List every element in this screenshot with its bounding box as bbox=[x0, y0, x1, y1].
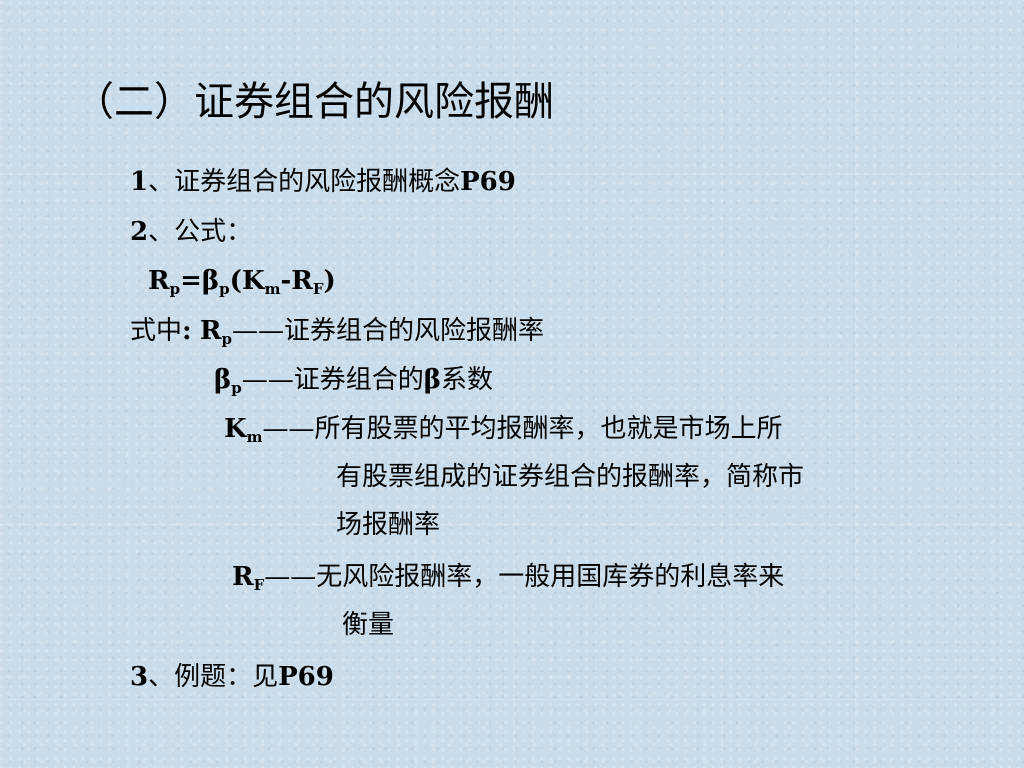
bp-dash: —— bbox=[241, 365, 294, 395]
km-dash: —— bbox=[262, 414, 315, 444]
item-2-number: 2 bbox=[130, 217, 149, 247]
formula-beta-sub: p bbox=[219, 280, 230, 298]
item-3-text: 例题：见 bbox=[174, 662, 279, 692]
where-rf: RF——无风险报酬率，一般用国库券的利息率来 bbox=[232, 560, 784, 594]
where-rp: 式中: Rp——证券组合的风险报酬率 bbox=[130, 314, 544, 348]
where-label: 式中 bbox=[130, 316, 183, 346]
formula-open-paren: ( bbox=[229, 266, 242, 296]
item-1-page-ref: P69 bbox=[460, 167, 516, 197]
formula-rf: R bbox=[291, 266, 313, 296]
formula-close-paren: ) bbox=[323, 266, 336, 296]
where-bp: βp——证券组合的β系数 bbox=[214, 363, 493, 397]
formula-k: K bbox=[241, 266, 265, 296]
item-3: 3、例题：见P69 bbox=[130, 660, 334, 694]
km-description-line-1: 所有股票的平均报酬率，也就是市场上所 bbox=[314, 414, 783, 444]
formula-equals: = bbox=[180, 266, 202, 296]
km-symbol-sub: m bbox=[246, 428, 263, 446]
where-km: Km——所有股票的平均报酬率，也就是市场上所 bbox=[224, 412, 783, 446]
rf-dash: —— bbox=[264, 562, 317, 592]
item-1-text: 证券组合的风险报酬概念 bbox=[174, 167, 461, 197]
km-description-line-3: 场报酬率 bbox=[336, 510, 441, 540]
bp-symbol-sub: p bbox=[231, 379, 242, 397]
rp-description: 证券组合的风险报酬率 bbox=[284, 316, 545, 346]
bp-symbol: β bbox=[214, 365, 232, 395]
formula-r-sub: p bbox=[169, 280, 181, 298]
formula-beta: β bbox=[201, 266, 220, 296]
item-3-page-ref: P69 bbox=[278, 662, 334, 692]
bp-description-post: 系数 bbox=[441, 365, 494, 395]
slide-title: （二）证券组合的风险报酬 bbox=[74, 79, 554, 125]
formula-r: R bbox=[148, 266, 170, 296]
item-2-separator: 、 bbox=[148, 217, 175, 247]
item-2: 2、公式： bbox=[130, 215, 252, 249]
item-1: 1、证券组合的风险报酬概念P69 bbox=[130, 165, 516, 199]
rf-symbol: R bbox=[232, 562, 254, 592]
item-2-text: 公式： bbox=[174, 217, 253, 247]
formula-minus: - bbox=[280, 266, 292, 296]
rf-description-line-1: 无风险报酬率，一般用国库券的利息率来 bbox=[316, 562, 785, 592]
formula: Rp=βp(Km-RF) bbox=[148, 264, 336, 298]
rp-symbol-sub: p bbox=[221, 330, 233, 348]
item-3-number: 3 bbox=[130, 662, 149, 692]
formula-rf-sub: F bbox=[312, 280, 324, 298]
item-1-number: 1 bbox=[130, 167, 149, 197]
bp-description-pre: 证券组合的 bbox=[293, 365, 424, 395]
where-colon: : bbox=[182, 316, 192, 346]
item-1-separator: 、 bbox=[148, 167, 175, 197]
rp-dash: —— bbox=[232, 316, 284, 346]
bp-description-beta: β bbox=[423, 365, 442, 395]
rf-symbol-sub: F bbox=[253, 576, 265, 594]
km-symbol: K bbox=[224, 414, 247, 444]
km-description-line-2: 有股票组成的证券组合的报酬率，简称市 bbox=[336, 462, 805, 492]
rf-description-line-2: 衡量 bbox=[342, 610, 395, 640]
item-3-separator: 、 bbox=[148, 662, 175, 692]
rp-symbol: R bbox=[199, 316, 222, 346]
formula-k-sub: m bbox=[264, 280, 281, 298]
